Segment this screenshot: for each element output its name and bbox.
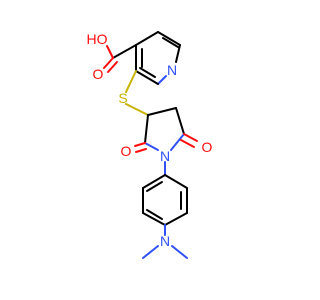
bond xyxy=(157,75,167,85)
bond xyxy=(183,133,198,142)
bond xyxy=(125,103,149,116)
bond xyxy=(146,181,163,192)
bond xyxy=(103,57,114,69)
bond xyxy=(147,107,177,116)
atom-labels: HO O N S O N O N xyxy=(87,31,213,249)
bond xyxy=(125,70,137,93)
phenyl-ring xyxy=(142,161,188,226)
succinimide-ring xyxy=(134,107,198,153)
atom-label-amine-n: N xyxy=(160,233,170,249)
bond xyxy=(170,133,185,151)
bond xyxy=(157,31,181,46)
atom-label-imide-o-right: O xyxy=(202,139,213,155)
dimethylamino-group xyxy=(142,224,188,259)
bond xyxy=(175,44,181,63)
bond xyxy=(135,70,159,85)
bond xyxy=(144,114,149,144)
bond xyxy=(146,209,163,220)
bond xyxy=(162,37,179,48)
bond xyxy=(164,174,188,189)
bond xyxy=(142,245,159,259)
bond xyxy=(135,148,147,153)
bond xyxy=(175,107,185,135)
bond xyxy=(144,142,159,151)
atom-label-imide-o-left: O xyxy=(121,143,132,159)
bond xyxy=(135,31,159,46)
bond xyxy=(142,212,166,226)
bond xyxy=(107,61,118,73)
bond xyxy=(164,212,188,226)
molecule-structure: HO O N S O N O N xyxy=(87,31,213,259)
bond xyxy=(171,245,188,259)
bond xyxy=(112,44,137,59)
atom-label-carboxyl-oh: HO xyxy=(87,31,108,47)
atom-label-pyridine-n: N xyxy=(167,62,177,78)
bond xyxy=(180,139,195,148)
thioether-linkage xyxy=(125,70,149,116)
bond xyxy=(134,142,146,147)
carboxyl-group xyxy=(103,44,137,73)
bond xyxy=(142,174,166,189)
pyridine-ring xyxy=(135,31,181,85)
atom-label-sulfur: S xyxy=(118,90,127,106)
bond xyxy=(106,45,114,59)
bond xyxy=(139,67,156,78)
atom-label-imide-n: N xyxy=(160,148,170,164)
atom-label-carboxyl-o: O xyxy=(93,66,104,82)
